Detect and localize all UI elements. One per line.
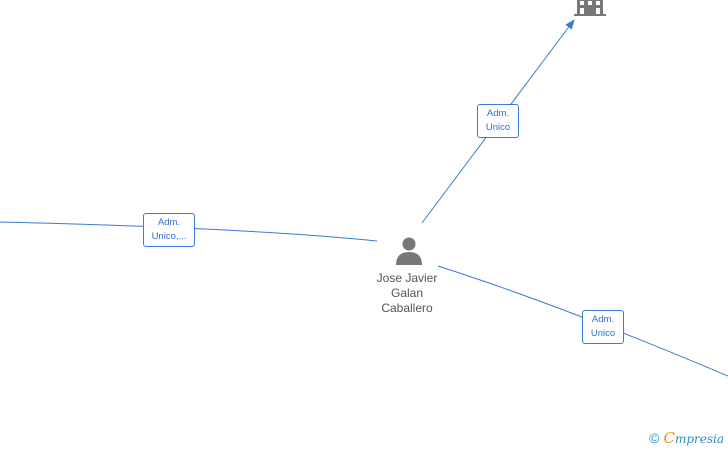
edge-label-bottom-right-line-1: Adm. bbox=[591, 314, 615, 325]
edge-label-top-line-1: Adm. bbox=[486, 108, 510, 119]
person-name-label: Jose Javier Galan Caballero bbox=[352, 271, 462, 316]
person-name-line-1: Jose Javier bbox=[376, 271, 438, 285]
edge-to-left bbox=[0, 221, 378, 242]
building-icon[interactable] bbox=[574, 0, 606, 16]
edge-label-top[interactable]: Adm. Unico bbox=[477, 104, 519, 138]
edge-label-left[interactable]: Adm. Unico,... bbox=[143, 213, 195, 247]
person-icon[interactable] bbox=[396, 237, 422, 266]
copyright-icon: © bbox=[649, 430, 660, 446]
brand-footer: ©Cmpresia bbox=[649, 429, 724, 447]
brand-logo-initial: C bbox=[663, 429, 675, 447]
edge-label-bottom-right-line-2: Unico bbox=[590, 328, 616, 339]
edge-label-left-line-1: Adm. bbox=[157, 217, 181, 228]
edge-label-top-line-2: Unico bbox=[485, 122, 511, 133]
edge-label-bottom-right[interactable]: Adm. Unico bbox=[582, 310, 624, 344]
edge-label-left-line-2: Unico,... bbox=[151, 231, 187, 242]
person-name-line-3: Caballero bbox=[381, 301, 433, 315]
person-name-line-2: Galan bbox=[390, 286, 424, 300]
brand-logo-text: mpresia bbox=[674, 432, 724, 446]
edge-to-bottom-right bbox=[437, 265, 728, 377]
